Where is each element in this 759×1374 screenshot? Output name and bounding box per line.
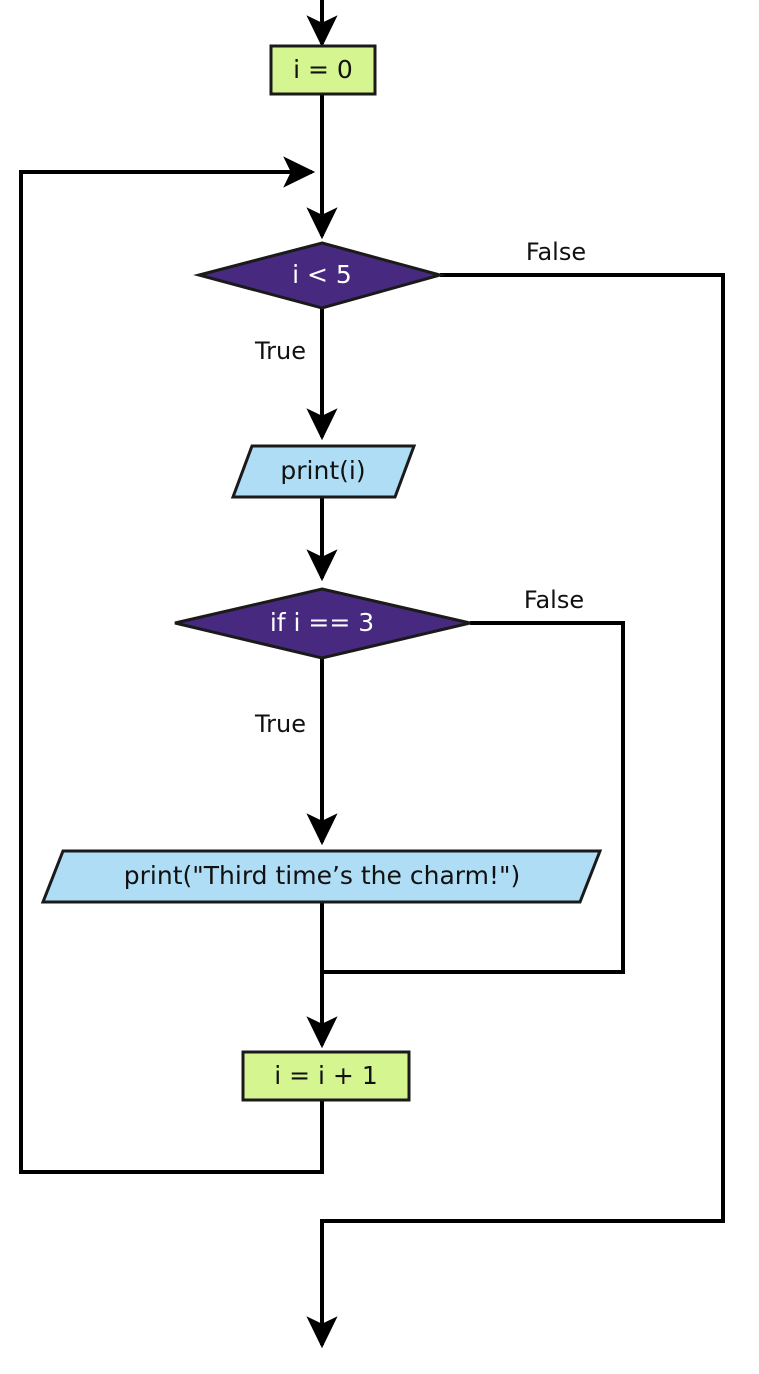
node-if-cond[interactable]: if i == 3 — [174, 587, 471, 660]
if-cond-label: if i == 3 — [270, 608, 374, 637]
print-i-label: print(i) — [280, 456, 365, 485]
edge-label-if-cond-true: True — [254, 710, 306, 738]
if-cond-diamond — [174, 587, 471, 660]
increment-box — [241, 1050, 411, 1102]
edge-label-loop-cond-true: True — [254, 337, 306, 365]
edge-increment-to-loop-cond — [19, 156, 324, 1174]
edge-label-loop-cond-false: False — [526, 238, 586, 266]
init-label: i = 0 — [293, 55, 353, 84]
node-increment[interactable]: i = i + 1 — [241, 1050, 411, 1102]
edge-loop-cond-false-to-exit — [306, 273, 725, 1349]
node-print-charm[interactable]: print("Third time’s the charm!") — [40, 849, 603, 904]
edge-if-cond-false-to-increment — [322, 621, 625, 974]
init-box — [269, 44, 377, 96]
node-loop-cond[interactable]: i < 5 — [193, 241, 446, 310]
node-print-i[interactable]: print(i) — [230, 444, 417, 499]
print-charm-label: print("Third time’s the charm!") — [124, 861, 520, 890]
edge-label-if-cond-false: False — [524, 586, 584, 614]
loop-cond-diamond — [193, 241, 446, 310]
loop-cond-label: i < 5 — [292, 260, 352, 289]
print-charm-parallelogram — [40, 849, 603, 904]
increment-label: i = i + 1 — [274, 1061, 377, 1090]
node-init[interactable]: i = 0 — [269, 44, 377, 96]
print-i-parallelogram — [230, 444, 417, 499]
